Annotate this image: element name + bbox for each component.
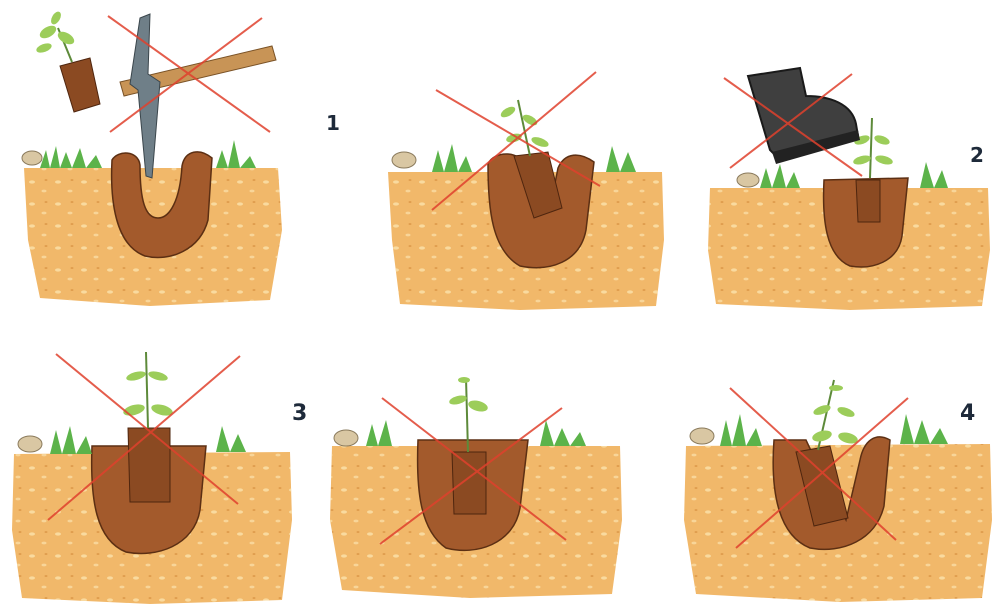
step-number-2: 2 bbox=[970, 143, 984, 167]
panel-step-4: 4 bbox=[684, 380, 992, 602]
step-number-4: 4 bbox=[960, 401, 975, 426]
seedling-icon bbox=[811, 380, 859, 450]
stone bbox=[690, 428, 714, 444]
stone bbox=[737, 173, 759, 187]
root-ball bbox=[452, 452, 486, 514]
panel-step-1b bbox=[388, 72, 664, 310]
grass-tuft bbox=[40, 146, 102, 168]
grass-tuft bbox=[540, 420, 586, 446]
stone bbox=[22, 151, 42, 165]
grass-tuft bbox=[720, 414, 762, 446]
seedling-icon bbox=[852, 118, 893, 178]
grass-tuft bbox=[216, 140, 256, 168]
grass-tuft bbox=[216, 426, 246, 452]
root-ball bbox=[856, 180, 880, 222]
grass-tuft bbox=[366, 420, 392, 446]
step-number-3: 3 bbox=[292, 401, 307, 426]
stone bbox=[18, 436, 42, 452]
stone bbox=[392, 152, 416, 168]
stone bbox=[334, 430, 358, 446]
panel-step-1: 1 bbox=[22, 10, 340, 306]
panel-step-3b bbox=[330, 377, 622, 598]
grass-tuft bbox=[606, 146, 636, 172]
grass-tuft bbox=[432, 144, 472, 172]
step-number-1: 1 bbox=[326, 111, 340, 135]
root-ball bbox=[128, 428, 170, 502]
grass-tuft bbox=[50, 426, 92, 454]
boot-icon bbox=[748, 68, 860, 164]
grass-tuft bbox=[920, 162, 948, 188]
seedling-icon bbox=[122, 352, 174, 428]
grass-tuft bbox=[760, 164, 800, 188]
panel-step-2: 2 bbox=[708, 68, 990, 310]
seedling-icon bbox=[35, 10, 100, 112]
grass-tuft bbox=[900, 414, 948, 444]
panel-step-3: 3 bbox=[12, 352, 307, 604]
